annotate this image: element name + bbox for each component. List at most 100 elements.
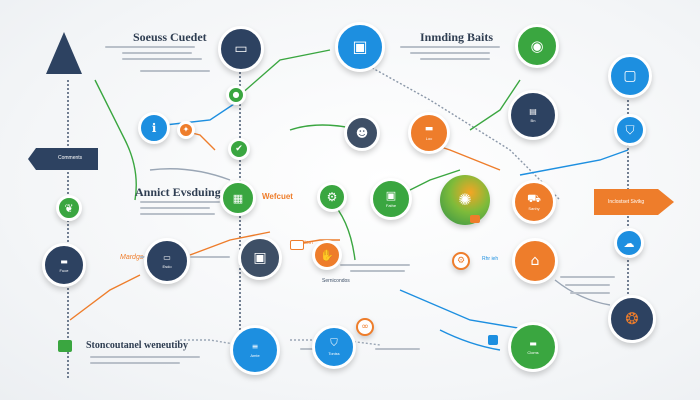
rhr-label: Rhr ieh (482, 256, 499, 262)
orange-doc-caption: Loc (425, 136, 433, 141)
inclost-tag[interactable]: Inclostset Sivtkg (594, 189, 674, 215)
user-node[interactable]: ☻ (344, 115, 380, 151)
building-caption: Bn (530, 117, 536, 123)
cloud-icon: ☁ (623, 236, 635, 250)
pin-icon: ◉ (530, 36, 544, 55)
text-line (570, 292, 610, 294)
screen-control-title: Soeuss Cuedet (133, 30, 207, 44)
comments-label: Comments (58, 155, 83, 161)
chat-green-icon: ▬ (529, 338, 537, 348)
blue-chip2-icon (290, 240, 304, 250)
cloud-node[interactable]: ☁ (614, 228, 644, 258)
orange-doc-node[interactable]: ▬ Loc (408, 112, 450, 154)
text-line (105, 46, 195, 48)
text-line (122, 58, 202, 60)
dot-icon: ● (232, 90, 240, 99)
sliders-node[interactable]: ▭ (218, 26, 264, 72)
bulb-node[interactable]: ✦ (177, 121, 195, 139)
chat-caption: Fuce (59, 267, 69, 273)
tablet-caption: Esdo (162, 263, 172, 269)
truck-caption: Sanhy (528, 206, 540, 211)
green-doc-icon (58, 340, 72, 352)
info-node[interactable]: ℹ (138, 112, 170, 144)
screen-icon: ▢ (623, 68, 637, 84)
inclost-label: Inclostset Sivtkg (608, 199, 645, 205)
screen-node[interactable]: ▢ (608, 54, 652, 98)
gear-node[interactable]: ⚙ (317, 182, 347, 212)
text-line (560, 276, 615, 278)
text-line (340, 264, 410, 266)
shield-node[interactable]: ⛉ (614, 114, 646, 146)
blue-bottom-node[interactable]: ≡ Amte (230, 325, 280, 375)
blue-chip-icon (488, 335, 498, 345)
green-bottom-node[interactable]: ▬ Cloms (508, 322, 558, 372)
chart-icon: ▦ (232, 191, 244, 205)
text-line (410, 52, 490, 54)
lnding-baits-title: Inmding Baits (420, 30, 494, 44)
leaf-node[interactable]: ❦ (56, 195, 82, 221)
lightbulb-icon: ✦ (182, 125, 190, 134)
mardgs-label: Mardgs (120, 254, 144, 261)
arrow-tag-shape (28, 148, 98, 170)
gear-icon: ⚙ (326, 190, 338, 204)
screen2-node[interactable]: ▣ (238, 236, 282, 280)
blue-mid-node[interactable]: ⛉ Toniss (312, 325, 356, 369)
list-icon: ≡ (251, 341, 259, 351)
text-line (375, 348, 420, 350)
monitor-node[interactable]: ▣ (335, 22, 385, 72)
comments-tag[interactable]: Comments (28, 148, 98, 170)
ring-node[interactable]: ⚙ (452, 252, 470, 270)
factory-icon: ⌂ (530, 253, 540, 269)
cart-caption: Fathe (385, 203, 397, 208)
blue-mid-caption: Toniss (328, 350, 340, 356)
text-line (90, 362, 180, 364)
handshake-icon: ❂ (625, 309, 639, 328)
text-line (420, 58, 490, 60)
check-icon: ✔ (235, 143, 243, 154)
sliders-icon: ▭ (234, 41, 248, 57)
factory-node[interactable]: ⌂ (512, 238, 558, 284)
text-line (140, 213, 215, 215)
chat-icon: ▬ (60, 256, 68, 266)
gear-small-icon: ⚙ (456, 255, 466, 266)
orange-chip-icon (470, 215, 480, 223)
text-line (140, 70, 210, 72)
hand-node[interactable]: ❂ (608, 295, 656, 343)
tablet-icon: ▭ (163, 252, 171, 262)
text-line (90, 356, 200, 358)
user-icon: ☻ (355, 126, 369, 140)
hand-icon: ✋ (320, 248, 334, 262)
widow-label: Wefcuet (262, 192, 293, 201)
monitor-icon: ▣ (352, 37, 368, 56)
text-line (140, 201, 220, 203)
leaf-icon: ❦ (64, 201, 74, 215)
chart-node[interactable]: ▦ (220, 180, 256, 216)
ring-bottom-node[interactable]: ∞ (356, 318, 374, 336)
cart-node[interactable]: ▣ Fathe (370, 178, 412, 220)
text-line (400, 46, 500, 48)
pin-node[interactable]: ◉ (515, 24, 559, 68)
semiconductors-label: Sernicondos (322, 278, 350, 284)
building-icon: ▤ (529, 106, 537, 116)
orange-small-node[interactable]: ✋ (312, 240, 342, 270)
truck-icon: ⛟ (527, 192, 541, 205)
text-line (122, 52, 192, 54)
annict-evading-title: Annict Evsduing (135, 185, 221, 199)
text-line (140, 207, 210, 209)
stoncomnal-title: Stoncoutanel weneutiby (86, 340, 188, 351)
chat-node[interactable]: ▬ Fuce (42, 243, 86, 287)
globe-hub-node[interactable]: ✺ (440, 175, 490, 225)
building-node[interactable]: ▤ Bn (508, 90, 558, 140)
text-line (565, 284, 610, 286)
text-line (190, 256, 230, 258)
tablet-node[interactable]: ▭ Esdo (144, 238, 190, 284)
network-icon: ✺ (458, 190, 472, 209)
blue-bottom-caption: Amte (250, 352, 260, 358)
arrow-right-shape (594, 189, 674, 215)
green-bottom-caption: Cloms (527, 349, 539, 355)
check-node[interactable]: ✔ (228, 138, 250, 160)
text-line (350, 270, 405, 272)
small-green-node[interactable]: ● (226, 85, 246, 105)
truck-node[interactable]: ⛟ Sanhy (512, 180, 556, 224)
